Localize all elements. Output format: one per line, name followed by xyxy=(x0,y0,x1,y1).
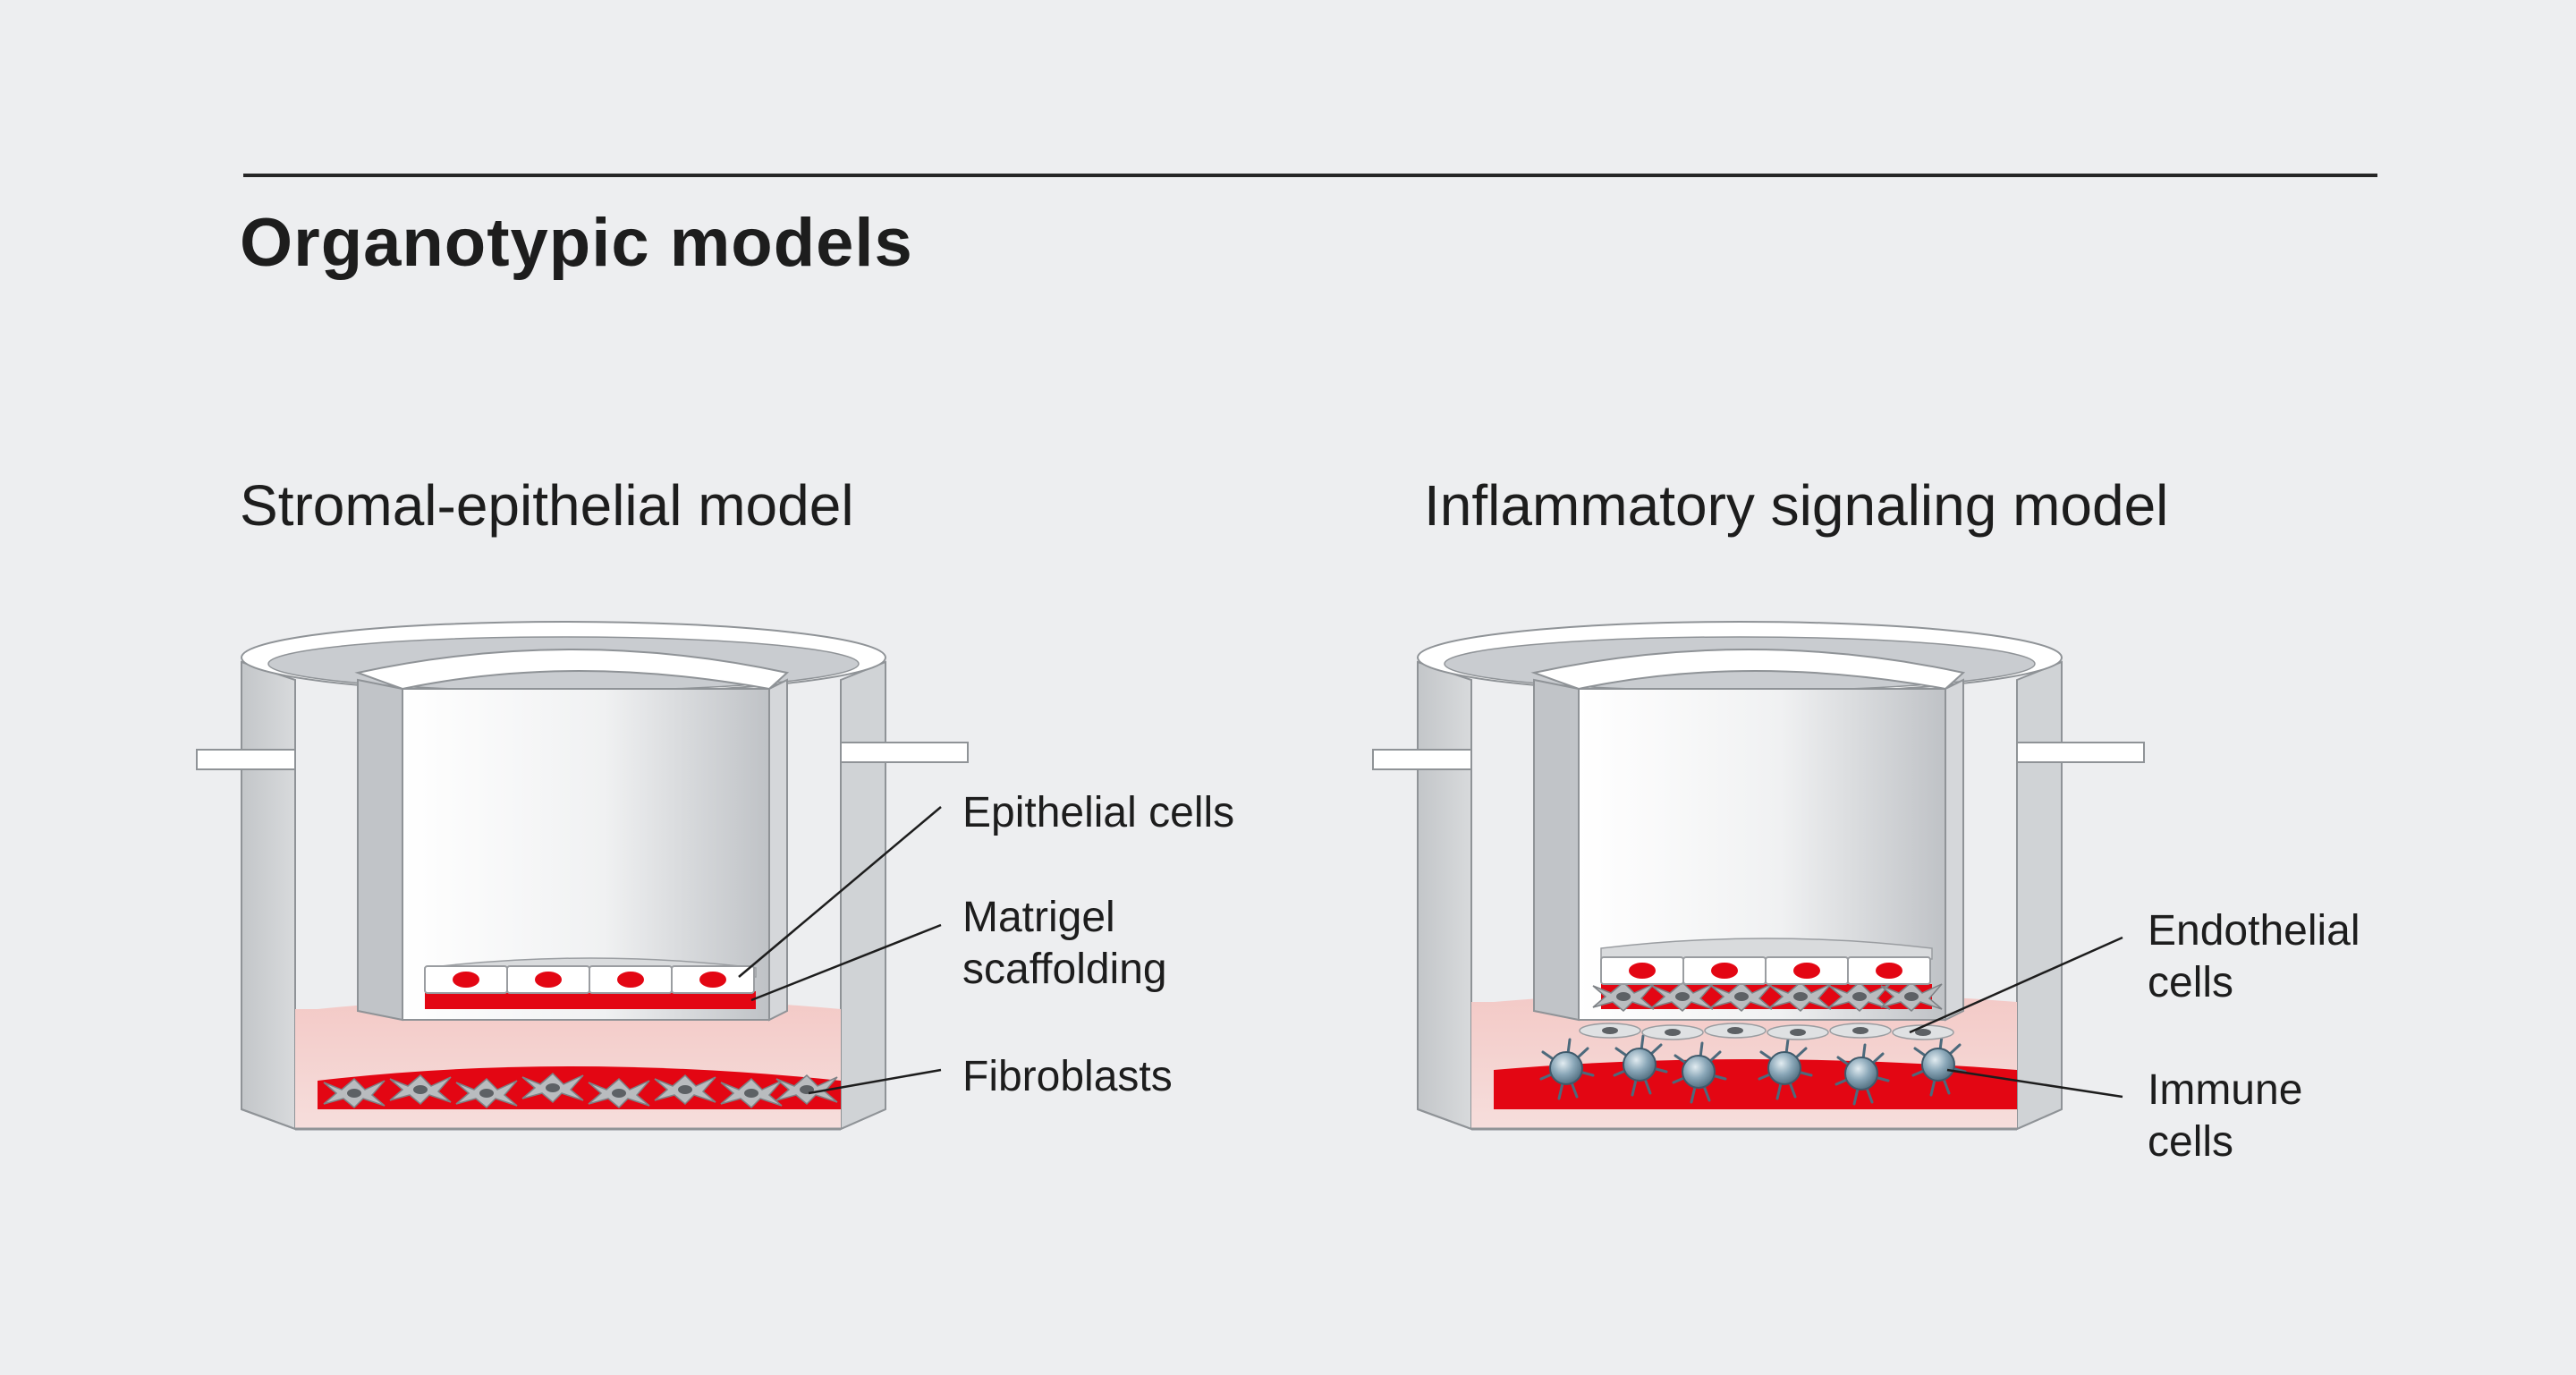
epithelial-cells-right xyxy=(1600,938,1933,985)
left-leader-lines xyxy=(738,806,942,1095)
page-title: Organotypic models xyxy=(240,205,913,281)
label-matrigel-scaffolding: Matrigel scaffolding xyxy=(962,894,1167,993)
label-epithelial-cells: Epithelial cells xyxy=(962,789,1235,836)
header-rule xyxy=(243,174,2377,177)
panel-title-stromal-epithelial: Stromal-epithelial model xyxy=(240,473,854,538)
panel-title-inflammatory-signaling: Inflammatory signaling model xyxy=(1424,473,2169,538)
epithelial-cells xyxy=(424,957,757,994)
label-fibroblasts: Fibroblasts xyxy=(962,1053,1173,1100)
label-endothelial-cells: Endothelial cells xyxy=(2148,907,2360,1006)
label-immune-cells: Immune cells xyxy=(2148,1066,2303,1166)
inflammatory-signaling-diagram xyxy=(1372,621,2145,1131)
right-leader-lines xyxy=(1909,936,2123,1099)
matrigel-layer xyxy=(425,991,756,1009)
stromal-epithelial-diagram xyxy=(196,621,969,1131)
